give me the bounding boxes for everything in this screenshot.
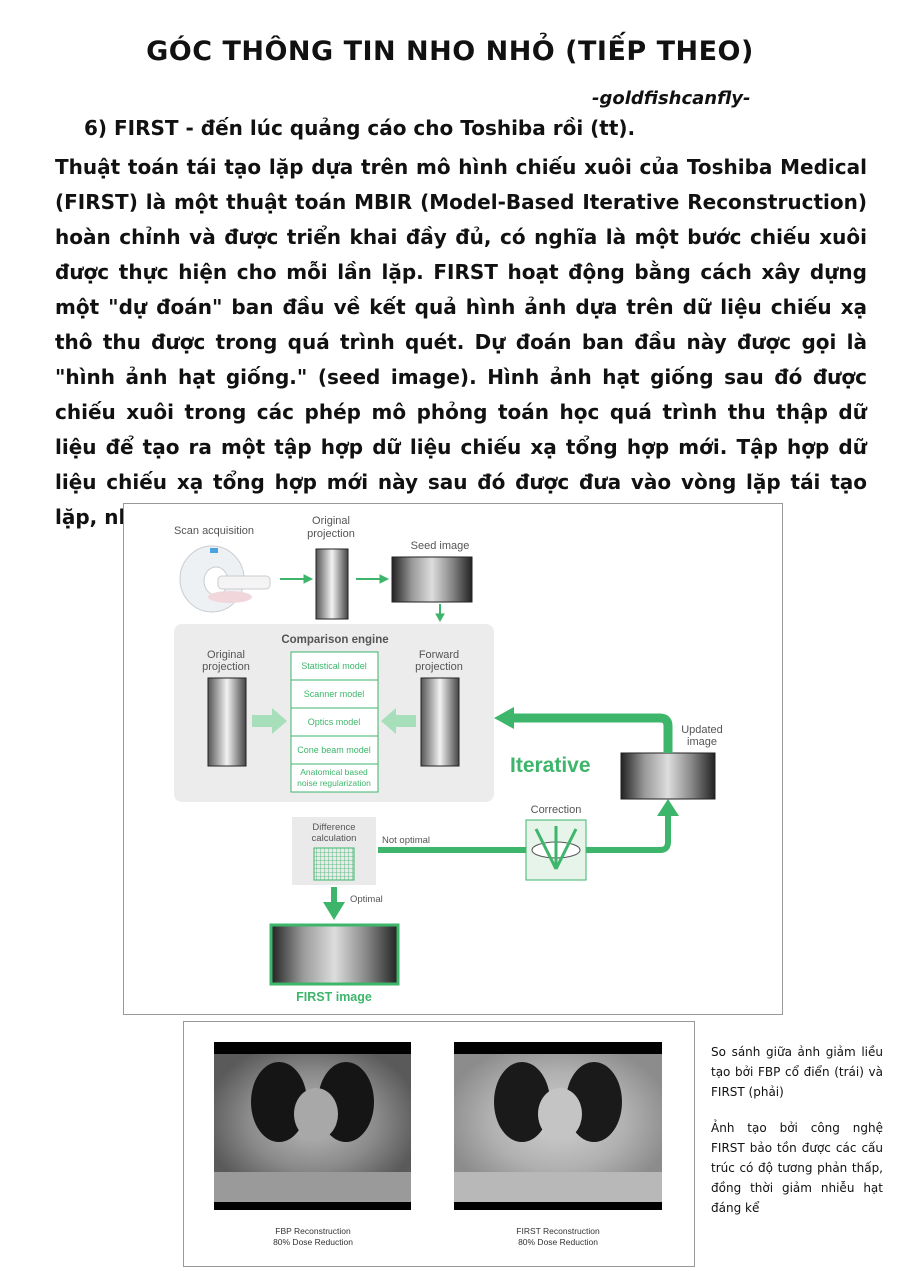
correction-rays-icon xyxy=(531,826,581,870)
body-paragraph: Thuật toán tái tạo lặp dựa trên mô hình … xyxy=(55,155,867,529)
first-image-thumbnail xyxy=(269,923,400,986)
label-forward-projection: Forward xyxy=(419,649,459,661)
label-correction: Correction xyxy=(531,804,582,816)
fbp-ct-image xyxy=(214,1042,411,1210)
model-item: Scanner model xyxy=(304,689,365,699)
section-heading: 6) FIRST - đến lúc quảng cáo cho Toshiba… xyxy=(84,116,636,140)
arrow-icon xyxy=(323,902,345,920)
first-ct-image xyxy=(454,1042,662,1210)
label-iterative: Iterative xyxy=(510,754,591,777)
side-note-comparison: So sánh giữa ảnh giảm liều tạo bởi FBP c… xyxy=(711,1045,883,1099)
original-projection-frame xyxy=(207,677,247,767)
svg-text:noise regularization: noise regularization xyxy=(297,778,371,788)
author-signature: -goldfishcanfly- xyxy=(592,88,751,109)
label-difference-calculation: Difference xyxy=(312,822,355,833)
svg-text:projection: projection xyxy=(202,661,250,673)
page-title: GÓC THÔNG TIN NHO NHỎ (TIẾP THEO) xyxy=(146,36,754,67)
label-optimal: Optimal xyxy=(350,894,383,905)
svg-text:80% Dose Reduction: 80% Dose Reduction xyxy=(518,1237,598,1247)
seed-image-thumbnail xyxy=(391,556,473,603)
side-note-first: Ảnh tạo bởi công nghệ FIRST bảo tồn được… xyxy=(711,1121,883,1215)
difference-grid-icon xyxy=(313,847,355,881)
label-updated-image: Updated xyxy=(681,724,723,736)
first-flow-diagram: Scan acquisition Original projection See… xyxy=(123,503,783,1015)
svg-text:80% Dose Reduction: 80% Dose Reduction xyxy=(273,1237,353,1247)
ct-scanner-icon xyxy=(179,545,271,613)
svg-text:projection: projection xyxy=(415,661,463,673)
updated-image-thumbnail xyxy=(620,752,716,800)
label-first-image: FIRST image xyxy=(296,990,372,1004)
side-note: So sánh giữa ảnh giảm liều tạo bởi FBP c… xyxy=(711,1042,883,1234)
caption-fbp: FBP Reconstruction xyxy=(275,1226,351,1236)
fbp-first-comparison-figure: FBP Reconstruction 80% Dose Reduction FI… xyxy=(183,1021,695,1267)
model-item: Statistical model xyxy=(301,661,367,671)
arrow-icon xyxy=(657,799,679,816)
label-scan-acquisition: Scan acquisition xyxy=(174,525,254,537)
label-not-optimal: Not optimal xyxy=(382,835,430,846)
svg-text:image: image xyxy=(687,736,717,748)
label-seed-image: Seed image xyxy=(411,540,470,552)
svg-text:projection: projection xyxy=(307,528,355,540)
arrow-icon xyxy=(280,574,445,623)
model-item: Optics model xyxy=(308,717,361,727)
original-projection-thumbnail xyxy=(315,548,349,620)
forward-projection-frame xyxy=(420,677,460,767)
arrow-icon xyxy=(494,707,514,729)
svg-text:calculation: calculation xyxy=(312,833,357,844)
label-comparison-engine: Comparison engine xyxy=(281,634,388,646)
caption-first: FIRST Reconstruction xyxy=(516,1226,600,1236)
arrow-icon xyxy=(252,708,416,734)
model-item: Anatomical based xyxy=(300,767,368,777)
label-original-projection-top: Original xyxy=(312,515,350,527)
iterative-loop-arrow xyxy=(512,713,673,753)
model-list: Statistical model Scanner model Optics m… xyxy=(290,651,379,793)
label-original-projection-left: Original xyxy=(207,649,245,661)
model-item: Cone beam model xyxy=(297,745,371,755)
